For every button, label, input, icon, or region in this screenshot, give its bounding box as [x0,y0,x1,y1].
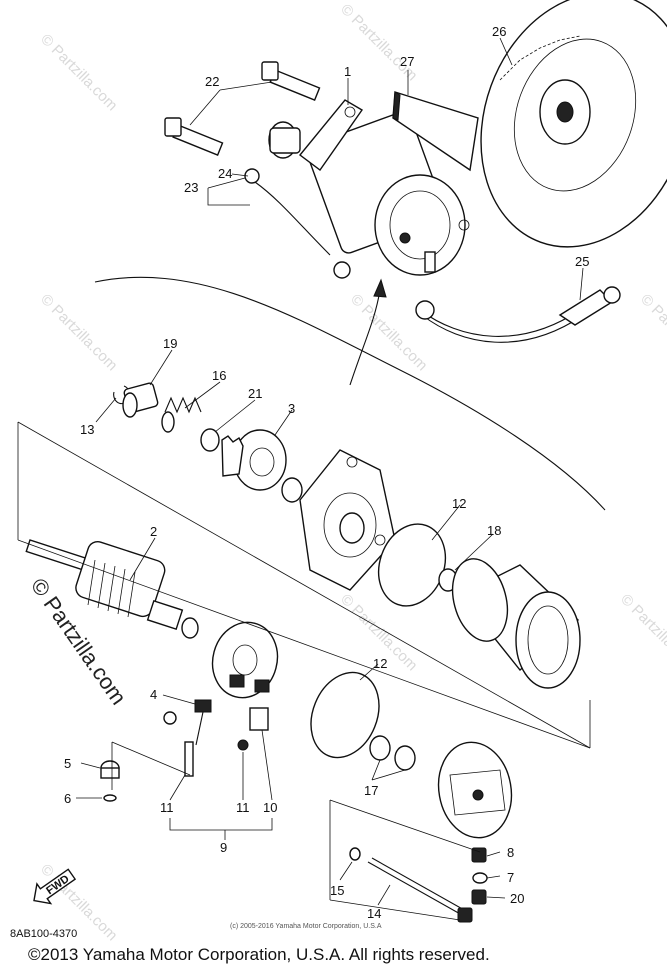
washer [200,428,220,452]
small-copyright: (c) 2005-2016 Yamaha Motor Corporation, … [230,923,382,930]
cap-nut [100,760,120,779]
callout-5: 5 [64,756,71,771]
callout-12-upper: 12 [452,496,466,511]
washer [394,745,416,771]
callout-27: 27 [400,54,414,69]
callout-labels: 1 22 23 24 27 26 25 19 16 21 3 13 12 18 … [64,24,589,921]
callout-26: 26 [492,24,506,39]
callout-11-left: 11 [160,800,174,815]
callout-22: 22 [205,74,219,89]
callout-7: 7 [507,870,514,885]
washer [369,735,391,761]
spring [161,396,202,433]
callout-10: 10 [263,800,277,815]
callout-4: 4 [150,687,157,702]
front-cover [299,449,396,591]
starter-motor-assembly [268,99,470,276]
lead-wire [244,168,351,279]
armature [25,539,199,639]
callout-11-right: 11 [236,800,250,815]
callout-14: 14 [367,906,381,921]
washer [472,872,488,884]
callout-25: 25 [575,254,589,269]
starter-cable [415,286,621,343]
nut [471,847,487,863]
callout-15: 15 [330,883,344,898]
brush [249,707,269,731]
callout-24: 24 [218,166,232,181]
assembly-arrow [349,289,381,386]
watermark: © Partzilla.com [37,291,120,374]
watermark: © Partzilla.com [617,591,667,674]
collar [122,382,159,418]
damper-strip [392,91,479,172]
callout-19: 19 [163,336,177,351]
bolts [164,61,321,156]
starter-clutch [221,429,287,491]
small-o-ring [349,847,361,861]
footer-copyright: ©2013 Yamaha Motor Corporation, U.S.A. A… [28,945,490,964]
callout-6: 6 [64,791,71,806]
diagram-code: 8AB100-4370 [10,928,77,940]
callout-21: 21 [248,386,262,401]
arrow-head [373,278,387,298]
rear-cover [437,741,513,839]
callout-9: 9 [220,840,227,855]
watermark: © Partzilla.com [637,291,667,374]
callout-16: 16 [212,368,226,383]
guide-lines [17,421,591,921]
watermark: © Partzilla.com [37,31,120,114]
callout-23: 23 [184,180,198,195]
callout-17: 17 [364,783,378,798]
callout-12-lower: 12 [373,656,387,671]
small-washer [103,794,117,802]
o-ring-large [310,671,380,759]
brush-holder [211,621,279,699]
brush-lead [163,699,212,777]
callout-8: 8 [507,845,514,860]
leader-lines [76,37,584,906]
callout-18: 18 [487,523,501,538]
callout-20: 20 [510,891,524,906]
callout-1: 1 [344,64,351,79]
nut [471,889,487,905]
flywheel [480,0,667,248]
callout-2: 2 [150,524,157,539]
callout-3: 3 [288,401,295,416]
assembly-bracket [94,276,606,511]
callout-13: 13 [80,422,94,437]
yoke [451,558,581,689]
through-bolt [367,857,473,923]
nut [237,739,249,751]
o-ring [281,477,303,503]
